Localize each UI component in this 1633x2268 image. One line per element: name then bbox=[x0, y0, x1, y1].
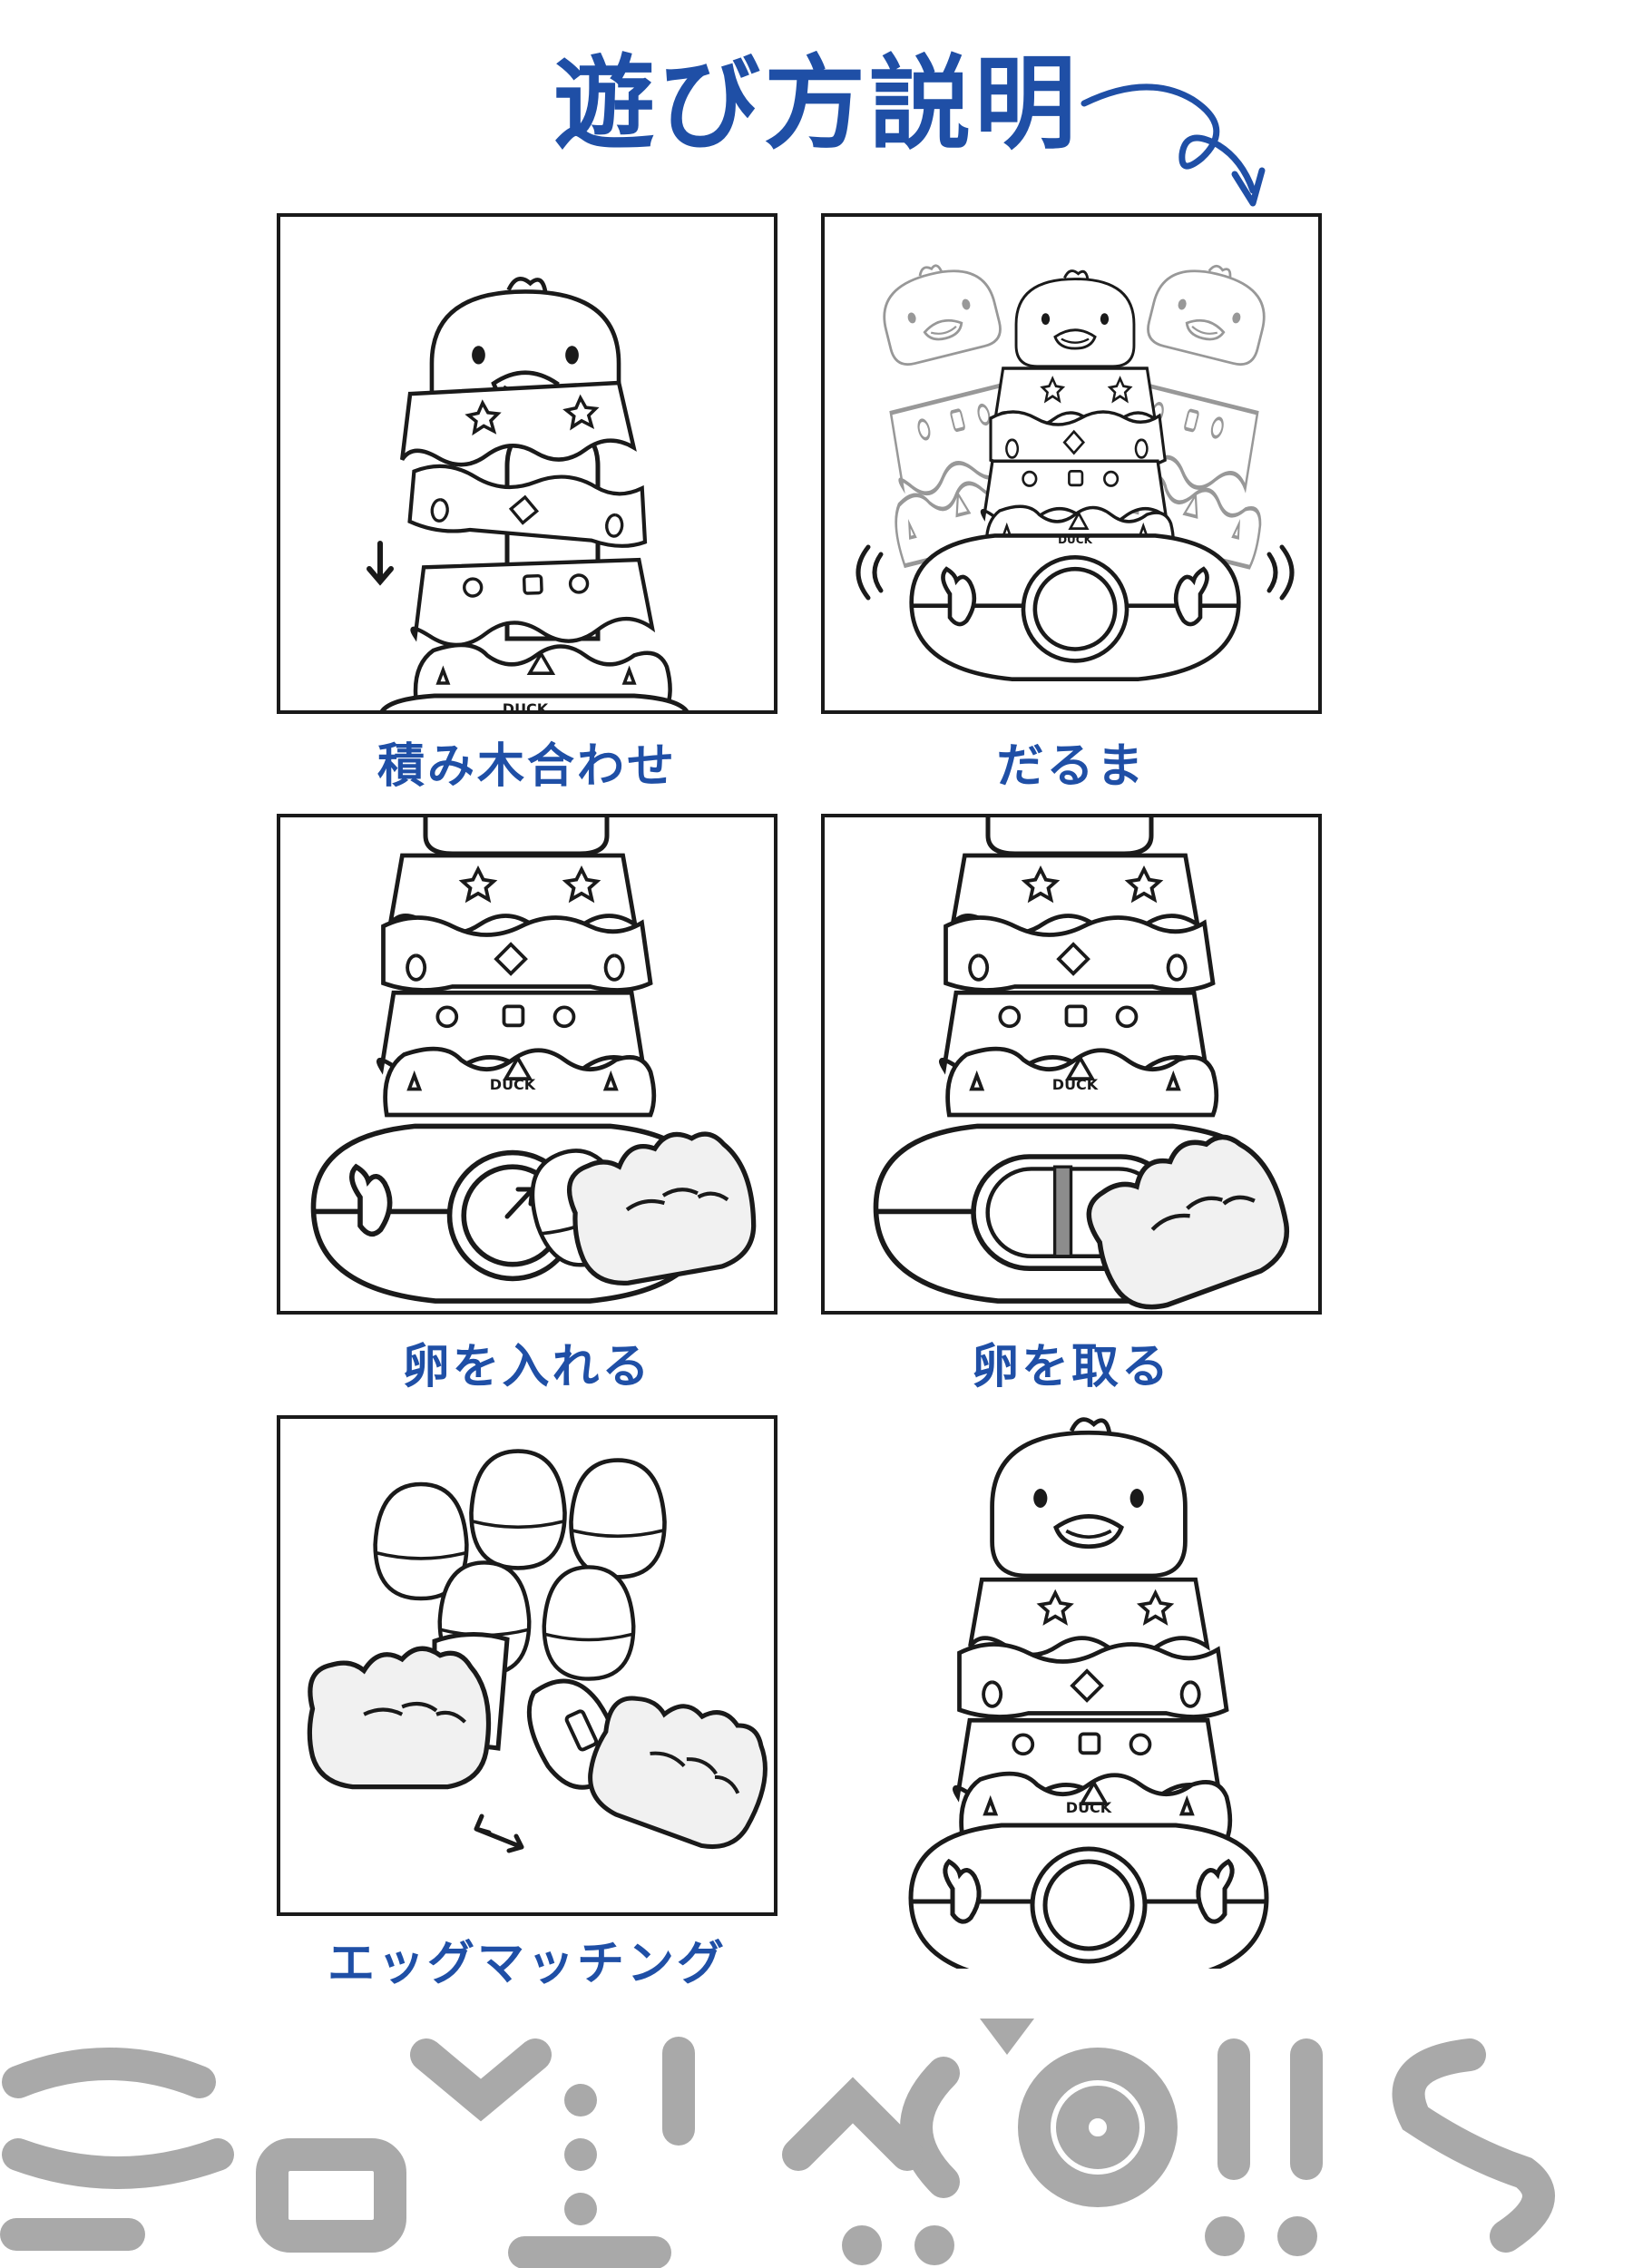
step-caption-insert-egg: 卵を入れる bbox=[402, 1340, 652, 1394]
curved-arrow-icon bbox=[1081, 83, 1266, 207]
insert-egg-illustration: DUCK bbox=[280, 817, 777, 1315]
decorative-pattern-band bbox=[0, 2019, 1633, 2268]
step-panel-egg-matching bbox=[277, 1415, 777, 1916]
duck-label: DUCK bbox=[503, 700, 549, 714]
duck-label: DUCK bbox=[1058, 533, 1093, 546]
step-caption-egg-matching: エッグマッチング bbox=[327, 1937, 727, 1991]
step-caption-tumbler: だるま bbox=[996, 739, 1147, 794]
step-panel-insert-egg: DUCK bbox=[277, 814, 777, 1315]
duck-label: DUCK bbox=[1066, 1799, 1112, 1816]
assembled-duck-illustration: DUCK bbox=[871, 1388, 1306, 1969]
abstract-shapes-pattern bbox=[0, 2019, 1555, 2268]
tumbler-illustration: DUCK bbox=[856, 251, 1295, 714]
step-panel-tumbler: DUCK bbox=[821, 213, 1322, 714]
egg-matching-illustration bbox=[280, 1419, 777, 1916]
step-panel-stacking: DUCK bbox=[277, 213, 777, 714]
duck-label: DUCK bbox=[490, 1076, 536, 1093]
step-caption-stacking: 積み木合わせ bbox=[376, 739, 677, 794]
step-caption-take-egg: 卵を取る bbox=[971, 1340, 1171, 1394]
duck-label: DUCK bbox=[1052, 1076, 1099, 1093]
page-title: 遊び方説明 bbox=[553, 45, 1080, 163]
step-panel-take-egg: DUCK bbox=[821, 814, 1322, 1315]
take-egg-illustration: DUCK bbox=[873, 817, 1322, 1315]
stacking-blocks-illustration: DUCK bbox=[367, 217, 689, 714]
